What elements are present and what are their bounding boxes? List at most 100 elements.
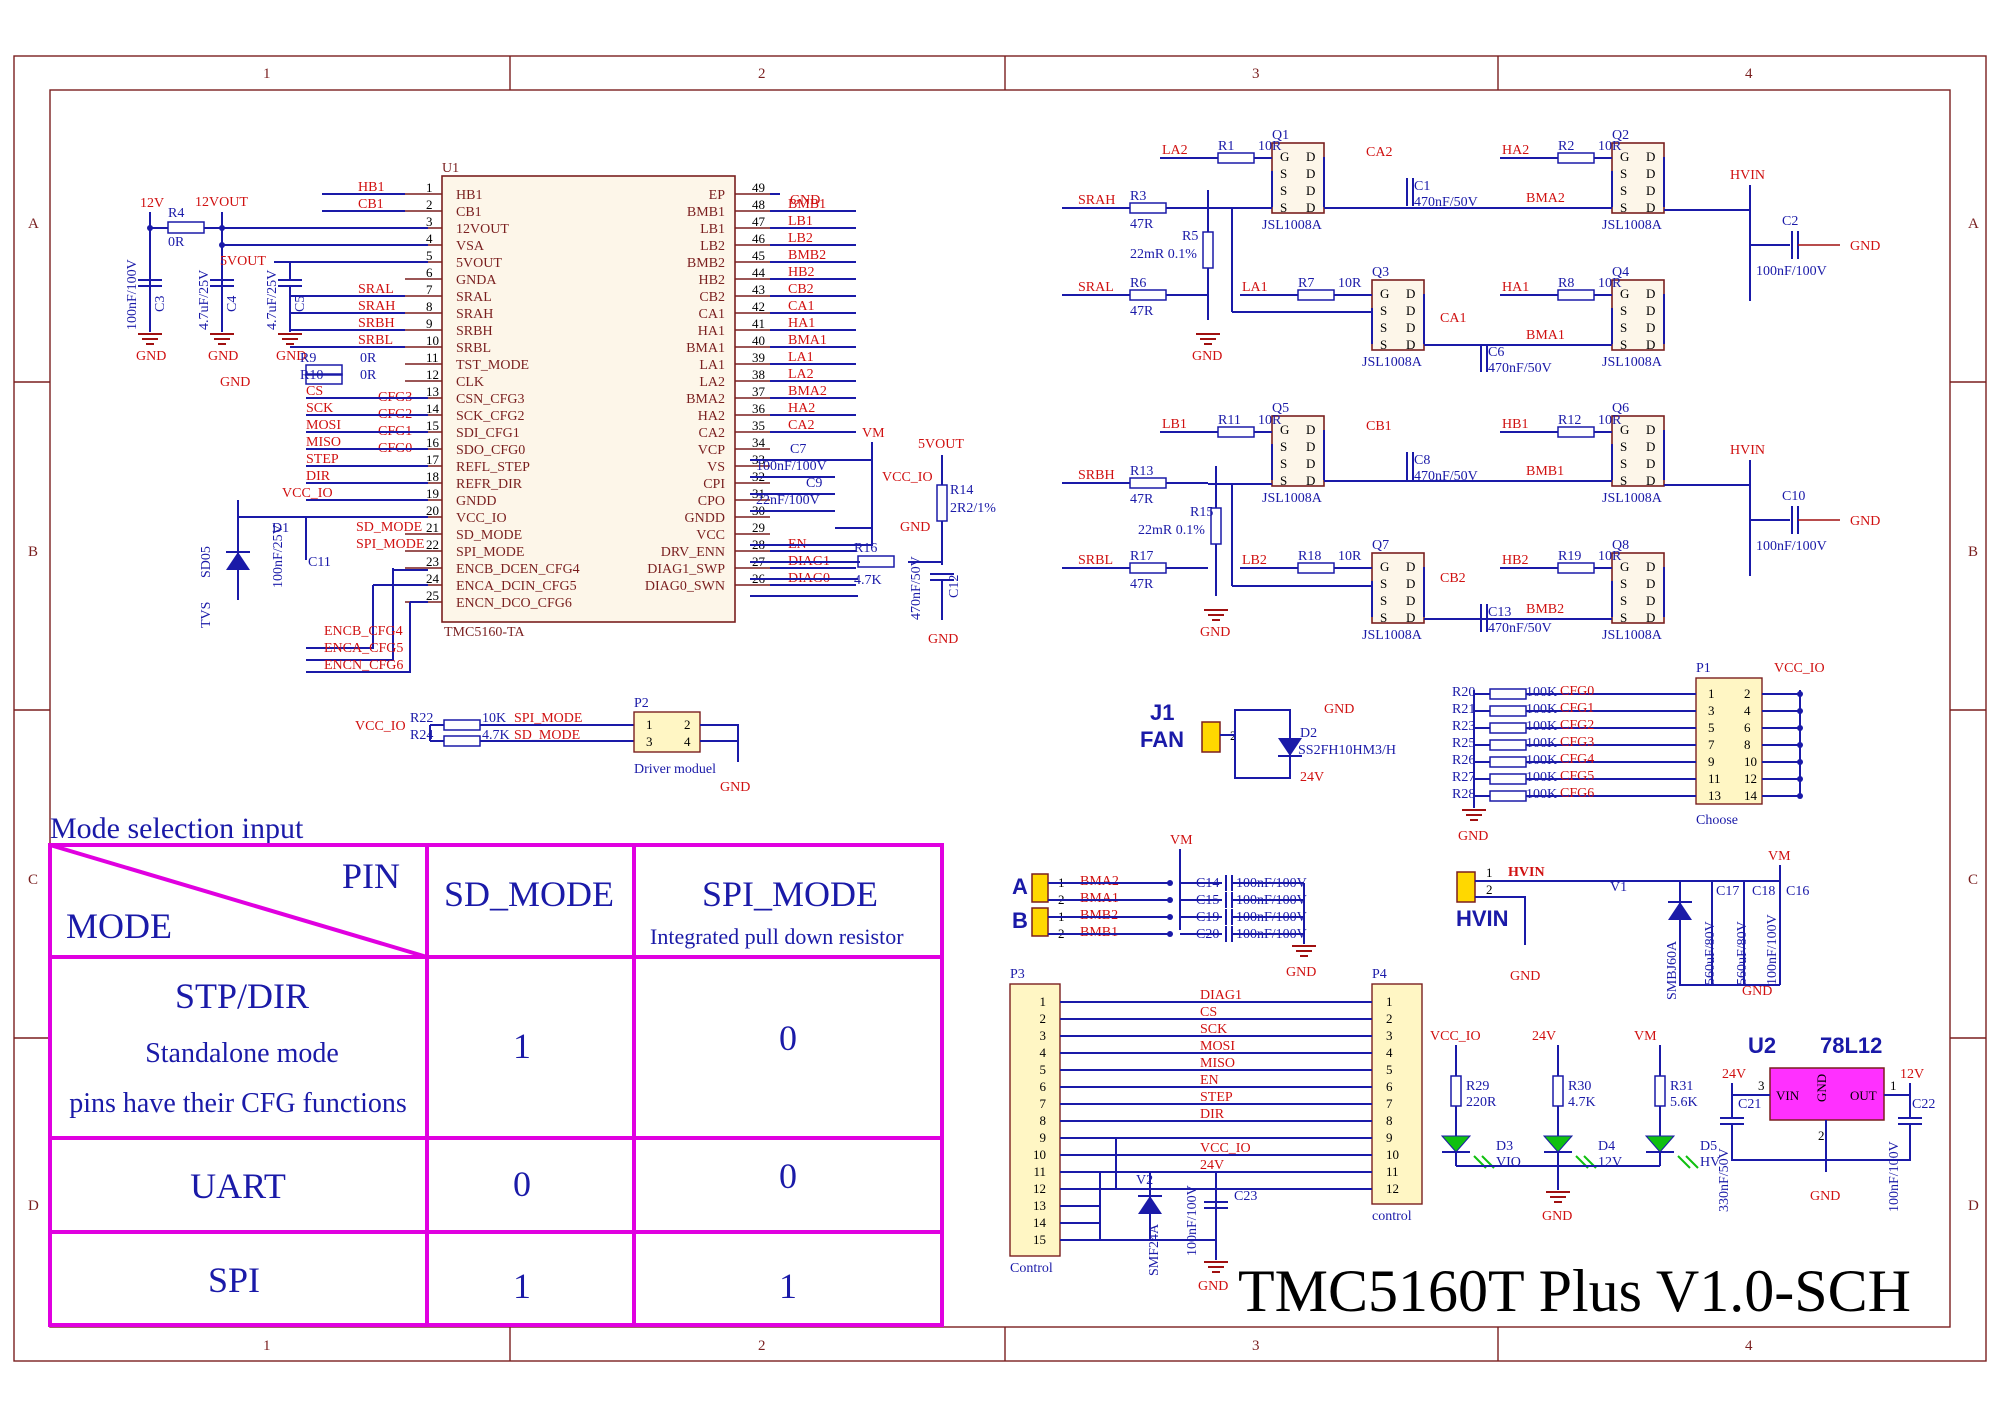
u1-pin-2: 2 [426,197,433,212]
p1-r27 [1489,773,1527,785]
svg-text:D: D [1406,303,1415,318]
u1-pin-13: 13 [426,384,439,399]
svg-text:JSL1008A: JSL1008A [1262,491,1323,506]
r28-ref: R28 [1452,787,1475,802]
svg-text:JSL1008A: JSL1008A [1602,628,1663,643]
r17-ref: R17 [1130,549,1153,564]
net-cs: CS [306,384,323,399]
gate-r12 [1557,426,1595,438]
net-spimode-u1: SPI_MODE [356,537,424,552]
svg-text:D: D [1646,576,1655,591]
u1-pin-11: 11 [426,350,439,365]
svg-text:D: D [1646,439,1655,454]
svg-text:12: 12 [1033,1181,1046,1196]
svg-text:3: 3 [1708,703,1715,718]
u1-pin-5: 5 [426,248,433,263]
net-ctrl-miso: MISO [1200,1056,1235,1071]
svg-text:JSL1008A: JSL1008A [1602,491,1663,506]
net-24v-reg: 24V [1722,1067,1746,1082]
svg-text:D: D [1406,593,1415,608]
c7-val: 100nF/100V [756,459,827,474]
u1-pin-36: 36 [752,401,766,416]
r19-ref: R19 [1558,549,1581,564]
u1-pin-24: 24 [426,571,440,586]
svg-text:D: D [1646,422,1655,437]
net-gate-ha2: HA2 [1502,143,1529,158]
r20-ref: R20 [1452,685,1475,700]
net-encb: ENCB_CFG4 [324,624,403,639]
r22-ref: R22 [410,711,433,726]
u1-pinname-15: SDI_CFG1 [456,426,520,441]
r9-val: 0R [360,351,377,366]
svg-text:13: 13 [1708,788,1721,803]
r15-val: 22mR 0.1% [1138,523,1205,538]
shunt-r5 [1202,231,1214,269]
c6-val: 470nF/50V [1488,361,1552,376]
svg-text:Q2: Q2 [1612,128,1629,143]
c18-val: 560uF/80V [1735,921,1750,985]
u1-pinname-45: BMB2 [687,256,725,271]
svg-text:GND: GND [1200,625,1230,640]
zone-col-bottom-2: 2 [758,1338,766,1354]
net-dir: DIR [306,469,331,484]
net-cfg4: CFG4 [1560,752,1594,767]
svg-text:S: S [1380,320,1387,335]
net-enca: ENCA_CFG5 [324,641,403,656]
mode-heading: Mode selection input [50,812,304,845]
c23-ref: C23 [1234,1189,1257,1204]
r25-val: 100K [1526,736,1557,751]
p1-body [1695,677,1763,805]
motor-caps-gnd [1292,945,1316,957]
net-cfg1: CFG1 [1560,701,1594,716]
u1-pin-12: 12 [426,367,439,382]
svg-text:2: 2 [1486,882,1493,897]
svg-text:G: G [1280,149,1289,164]
motor-conn-a: A [1012,874,1028,899]
motor-conn-b: B [1012,908,1028,933]
net-boot-ca1: CA1 [1440,311,1466,326]
net-hvin-in: HVIN [1508,865,1545,880]
svg-text:S: S [1620,576,1627,591]
u1-pin-29: 29 [752,520,765,535]
c2-ref: C2 [1782,214,1798,229]
j1-body [1201,721,1221,753]
svg-text:D: D [1306,422,1315,437]
svg-text:8: 8 [1744,737,1751,752]
r24-val: 4.7K [482,728,510,743]
u1-pinname-48: BMB1 [687,205,725,220]
u2-part: 78L12 [1820,1033,1882,1058]
net-gate-la1: LA1 [1242,280,1268,295]
net-sdmode-p2: SD_MODE [514,728,580,743]
c11-val: 100nF/25V [271,524,286,588]
r15-ref: R15 [1190,505,1213,520]
svg-text:JSL1008A: JSL1008A [1262,218,1323,233]
u1-pinname-31: CPO [698,494,725,509]
u1-pinname-26: DIAG0_SWN [645,579,725,594]
zone-col-top-2: 2 [758,66,766,82]
zone-col-bottom-4: 4 [1745,1338,1753,1354]
svg-text:S: S [1620,303,1627,318]
svg-text:2: 2 [1818,1128,1825,1143]
net-ctrl-sck: SCK [1200,1022,1227,1037]
net-gnd-ep: GND [790,193,820,208]
zone-row-right-C: C [1968,872,1978,888]
u1-pinname-36: HA2 [698,409,725,424]
gate-r18 [1297,562,1335,574]
net-motor-bmb1: BMB1 [1080,925,1118,940]
svg-text:Q8: Q8 [1612,538,1629,553]
r5-gnd [1196,333,1220,345]
r2-ref: R2 [1558,139,1574,154]
net-cfg0: CFG0 [1560,684,1594,699]
p2-body [633,711,701,753]
row-uart-b: 0 [779,1156,797,1196]
u1-pinname-30: GNDD [685,511,725,526]
net-ctrl-en: EN [1200,1073,1219,1088]
u1-pin-6: 6 [426,265,433,280]
c5-val: 4.7uF/25V [265,270,280,330]
u1-pinname-27: DIAG1_SWP [647,562,725,577]
u1-pinname-35: CA2 [699,426,725,441]
